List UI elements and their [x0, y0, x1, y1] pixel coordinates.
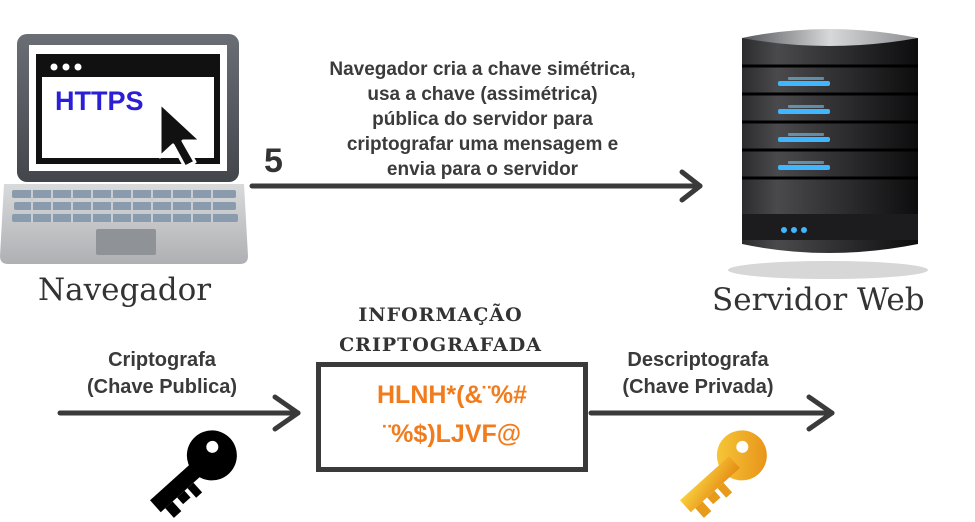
https-label: HTTPS — [55, 86, 144, 116]
step-line: envia para o servidor — [386, 159, 579, 180]
encrypted-message-box: HLNH*(&¨%# ¨%$)LJVF@ — [316, 362, 588, 472]
decrypt-label: Descriptografa (Chave Privada) — [598, 347, 798, 401]
browser-label: Navegador — [38, 272, 212, 308]
step-line: criptografar uma mensagem e — [346, 134, 619, 155]
server-icon — [728, 29, 928, 279]
private-key-icon — [680, 430, 767, 518]
encrypt-arrow-head — [272, 394, 301, 432]
decrypt-line: Descriptografa — [627, 349, 769, 371]
decrypt-line: (Chave Privada) — [622, 376, 774, 398]
public-key-icon — [150, 430, 237, 518]
step-arrow-head — [679, 169, 703, 203]
encrypt-line: Criptografa — [108, 349, 216, 371]
step-description: Navegador cria a chave simétrica, usa a … — [290, 57, 675, 182]
step-line: usa a chave (assimétrica) — [367, 84, 598, 105]
server-label: Servidor Web — [712, 282, 925, 318]
title-line: INFORMAÇÃO — [358, 304, 523, 326]
laptop-icon — [0, 34, 248, 264]
cipher-line: HLNH*(&¨%# — [377, 381, 527, 409]
step-number: 5 — [264, 142, 283, 180]
encrypt-label: Criptografa (Chave Publica) — [62, 347, 262, 401]
cipher-line: ¨%$)LJVF@ — [382, 420, 522, 448]
title-line: CRIPTOGRAFADA — [339, 334, 542, 356]
cursor-icon — [158, 101, 203, 169]
step-line: Navegador cria a chave simétrica, — [329, 59, 636, 80]
encrypt-line: (Chave Publica) — [86, 376, 238, 398]
step-line: pública do servidor para — [372, 109, 593, 130]
encrypted-info-title: INFORMAÇÃO CRIPTOGRAFADA — [328, 300, 553, 360]
decrypt-arrow-head — [806, 394, 835, 432]
